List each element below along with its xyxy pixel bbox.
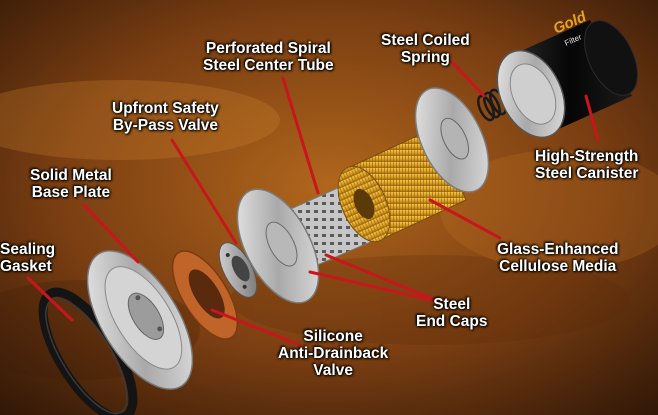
leader-end-caps-1 — [308, 270, 442, 304]
solid-metal-base-plate — [86, 250, 194, 390]
label-canister: High-Strength Steel Canister — [535, 148, 639, 182]
label-media: Glass-Enhanced Cellulose Media — [497, 241, 619, 275]
label-drainback-valve: Silicone Anti-Drainback Valve — [278, 328, 389, 379]
steel-end-cap-rear — [414, 87, 490, 193]
leader-base-plate — [82, 203, 140, 264]
leader-gasket — [26, 276, 74, 322]
leader-bypass-valve — [170, 138, 238, 245]
label-coiled-spring: Steel Coiled Spring — [381, 32, 470, 66]
label-gasket: Sealing Gasket — [0, 241, 56, 275]
leader-coiled-spring — [450, 60, 486, 98]
label-base-plate: Solid Metal Base Plate — [30, 167, 112, 201]
leader-perforated-tube — [281, 76, 320, 195]
leader-media — [428, 198, 502, 240]
leader-canister — [584, 94, 600, 142]
silicone-anti-drainback-valve — [171, 250, 239, 340]
label-bypass-valve: Upfront Safety By-Pass Valve — [112, 100, 219, 134]
leader-end-caps-2 — [324, 253, 442, 304]
steel-canister: Gold Filter — [496, 8, 638, 139]
steel-end-cap-front — [236, 188, 320, 304]
leader-lines — [26, 60, 600, 347]
leader-drainback — [210, 308, 302, 347]
label-end-caps: Steel End Caps — [416, 296, 488, 330]
label-perforated-tube: Perforated Spiral Steel Center Tube — [203, 40, 334, 74]
